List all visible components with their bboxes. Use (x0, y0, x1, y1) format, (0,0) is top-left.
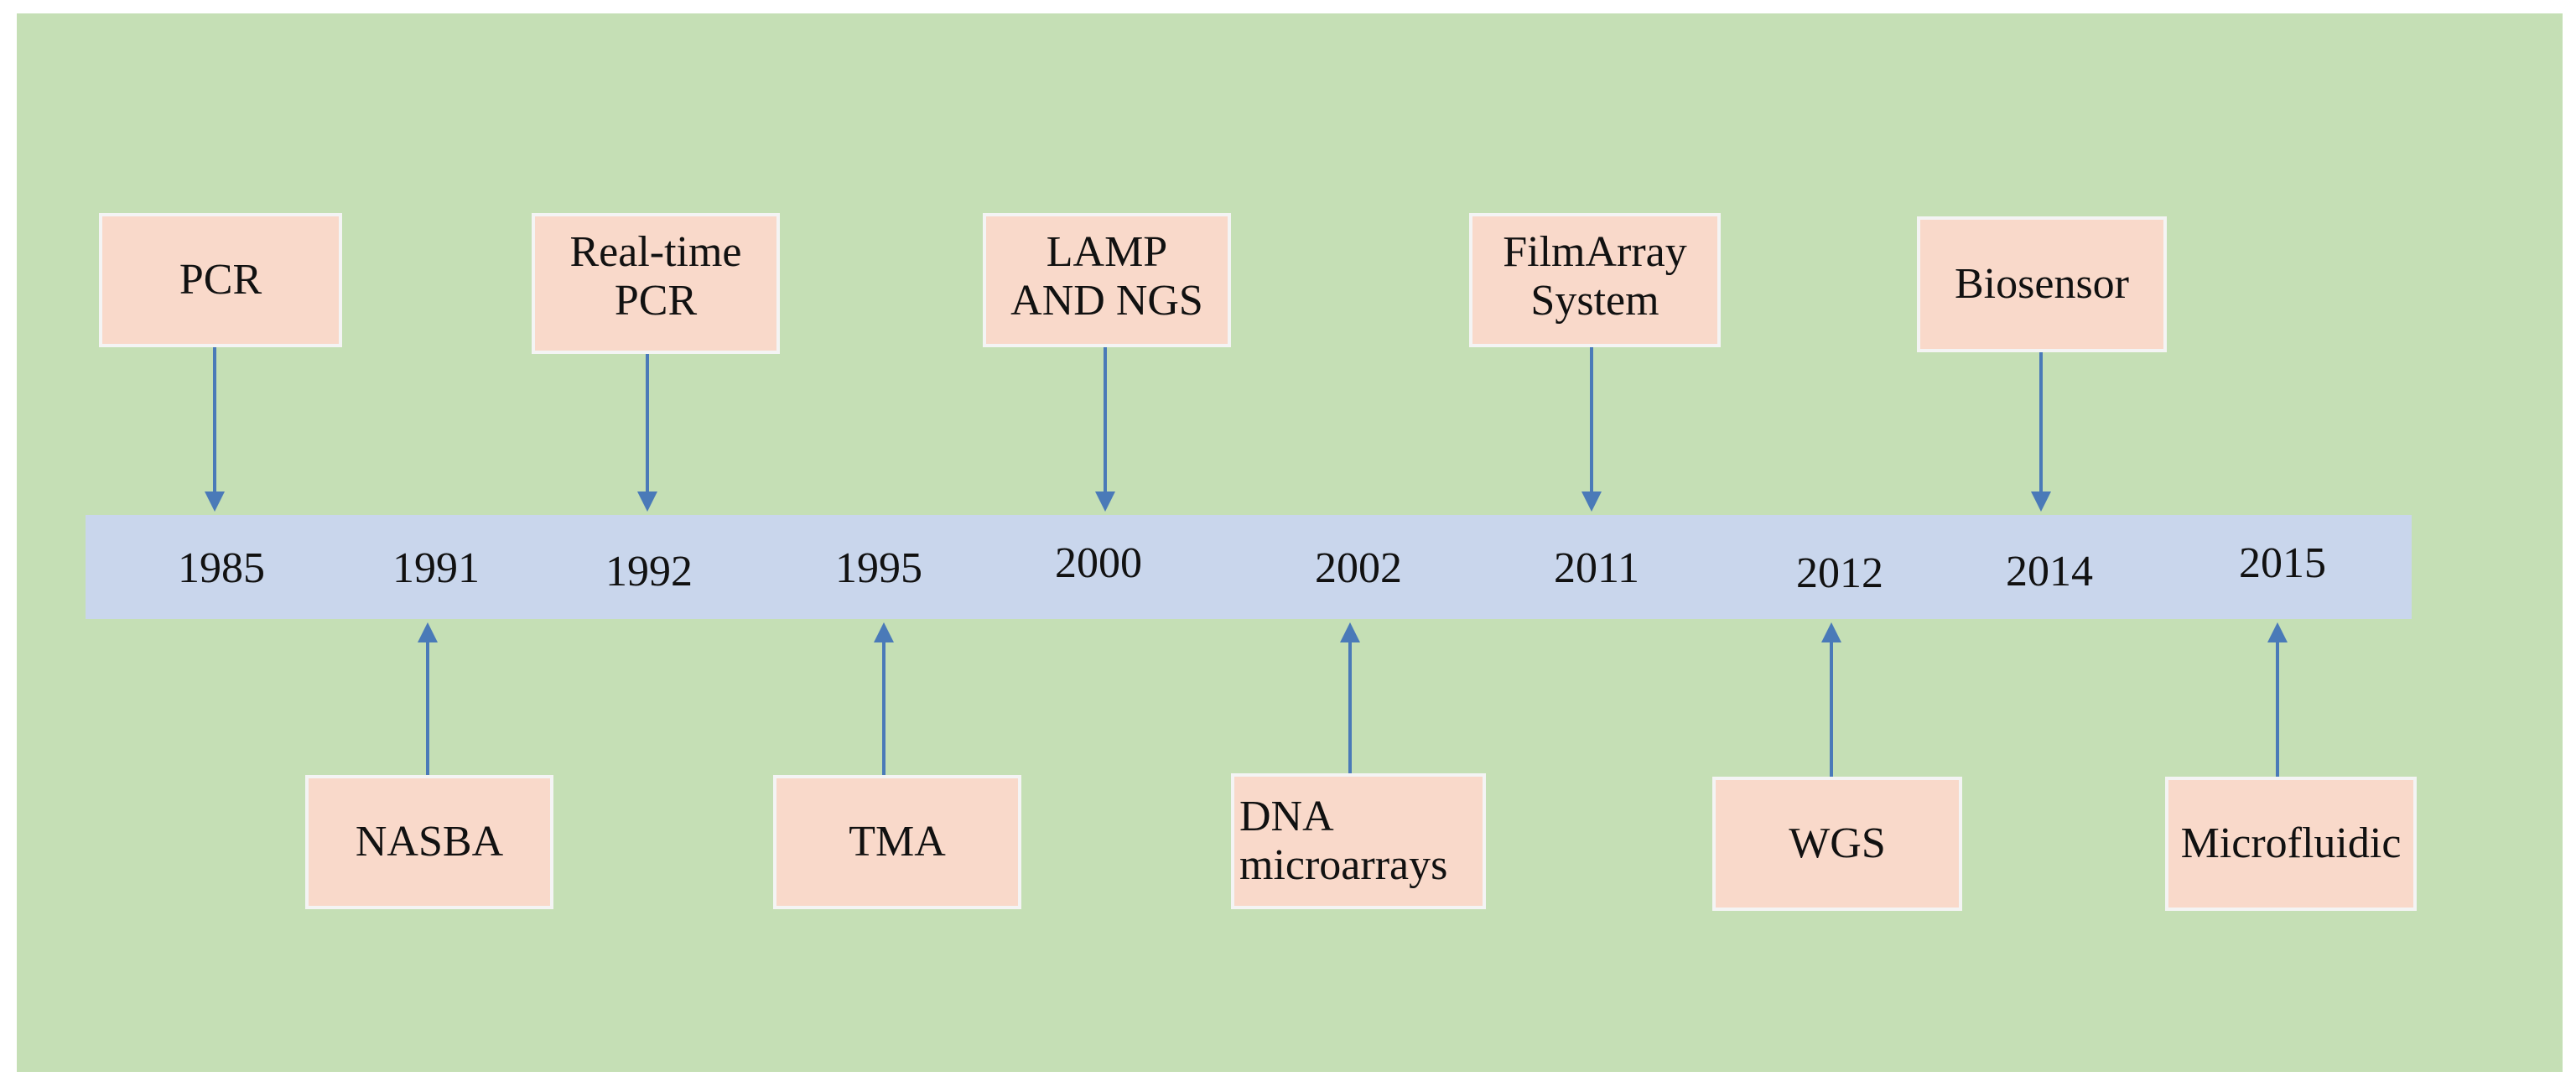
event-box-dna-microarrays: DNA microarrays (1231, 773, 1486, 909)
year-label: 2012 (1796, 549, 1883, 597)
event-box-filmarray: FilmArray System (1469, 213, 1721, 347)
year-label: 1991 (392, 544, 480, 592)
diagram-background: 1985 1991 1992 1995 2000 2002 2011 2012 … (17, 13, 2563, 1072)
year-label: 2002 (1315, 544, 1402, 592)
arrow-layer (205, 347, 2288, 777)
year-label: 1992 (605, 548, 693, 596)
event-box-microfluidic: Microfluidic (2165, 777, 2417, 911)
timeline-bar (86, 515, 2412, 619)
year-label: 1995 (835, 544, 922, 592)
event-box-pcr: PCR (99, 213, 342, 347)
event-box-lamp-ngs: LAMP AND NGS (983, 213, 1231, 347)
event-box-tma: TMA (773, 775, 1021, 909)
event-box-nasba: NASBA (305, 775, 553, 909)
year-label: 1985 (178, 544, 265, 592)
year-label: 2000 (1055, 539, 1142, 587)
year-label: 2011 (1553, 544, 1640, 592)
event-box-biosensor: Biosensor (1917, 216, 2167, 352)
event-box-real-time-pcr: Real-time PCR (532, 213, 780, 354)
year-label: 2014 (2006, 548, 2093, 596)
event-box-wgs: WGS (1712, 777, 1962, 911)
year-label: 2015 (2239, 539, 2326, 587)
